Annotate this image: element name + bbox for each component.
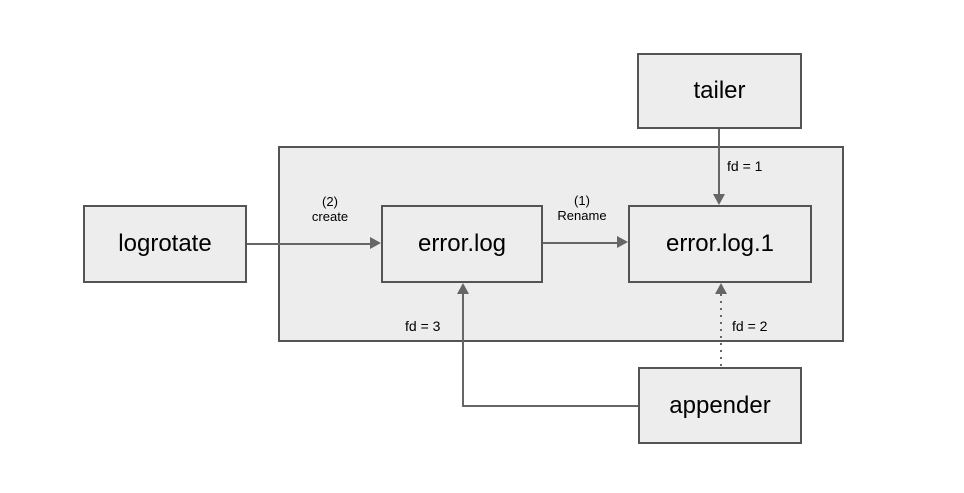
node-logrotate-label: logrotate — [118, 230, 212, 257]
edge-label-create-action: create — [311, 209, 349, 224]
arrowhead-fd3 — [457, 283, 469, 294]
node-error-log-label: error.log — [417, 230, 507, 257]
edge-label-rename: (1) Rename — [542, 193, 622, 223]
node-error-log-1: error.log.1 — [628, 205, 812, 283]
arrow-line-fd3-horizontal — [462, 405, 638, 407]
node-appender-label: appender — [669, 391, 771, 419]
edge-label-rename-step: (1) — [574, 193, 590, 208]
node-error-log: error.log — [381, 205, 543, 283]
node-logrotate: logrotate — [83, 205, 247, 283]
edge-label-create: (2) create — [290, 194, 370, 224]
node-appender: appender — [638, 367, 802, 444]
arrow-line-create — [247, 243, 373, 245]
edge-label-create-step: (2) — [322, 194, 338, 209]
arrowhead-fd1 — [713, 194, 725, 205]
edge-label-fd1: fd = 1 — [727, 158, 763, 174]
arrowhead-rename — [617, 236, 628, 248]
arrow-line-fd3-vertical — [462, 292, 464, 407]
node-tailer: tailer — [637, 53, 802, 129]
arrowhead-fd2 — [715, 283, 727, 294]
edge-label-rename-action: Rename — [557, 208, 607, 223]
node-tailer-label: tailer — [693, 77, 746, 104]
edge-label-fd2: fd = 2 — [732, 318, 768, 334]
arrow-line-rename — [543, 242, 619, 244]
node-error-log-1-label: error.log.1 — [665, 230, 775, 257]
dotted-arrow-line-fd2 — [720, 294, 722, 367]
arrowhead-create — [370, 237, 381, 249]
edge-label-fd3: fd = 3 — [405, 318, 441, 334]
arrow-line-fd1 — [718, 129, 720, 196]
